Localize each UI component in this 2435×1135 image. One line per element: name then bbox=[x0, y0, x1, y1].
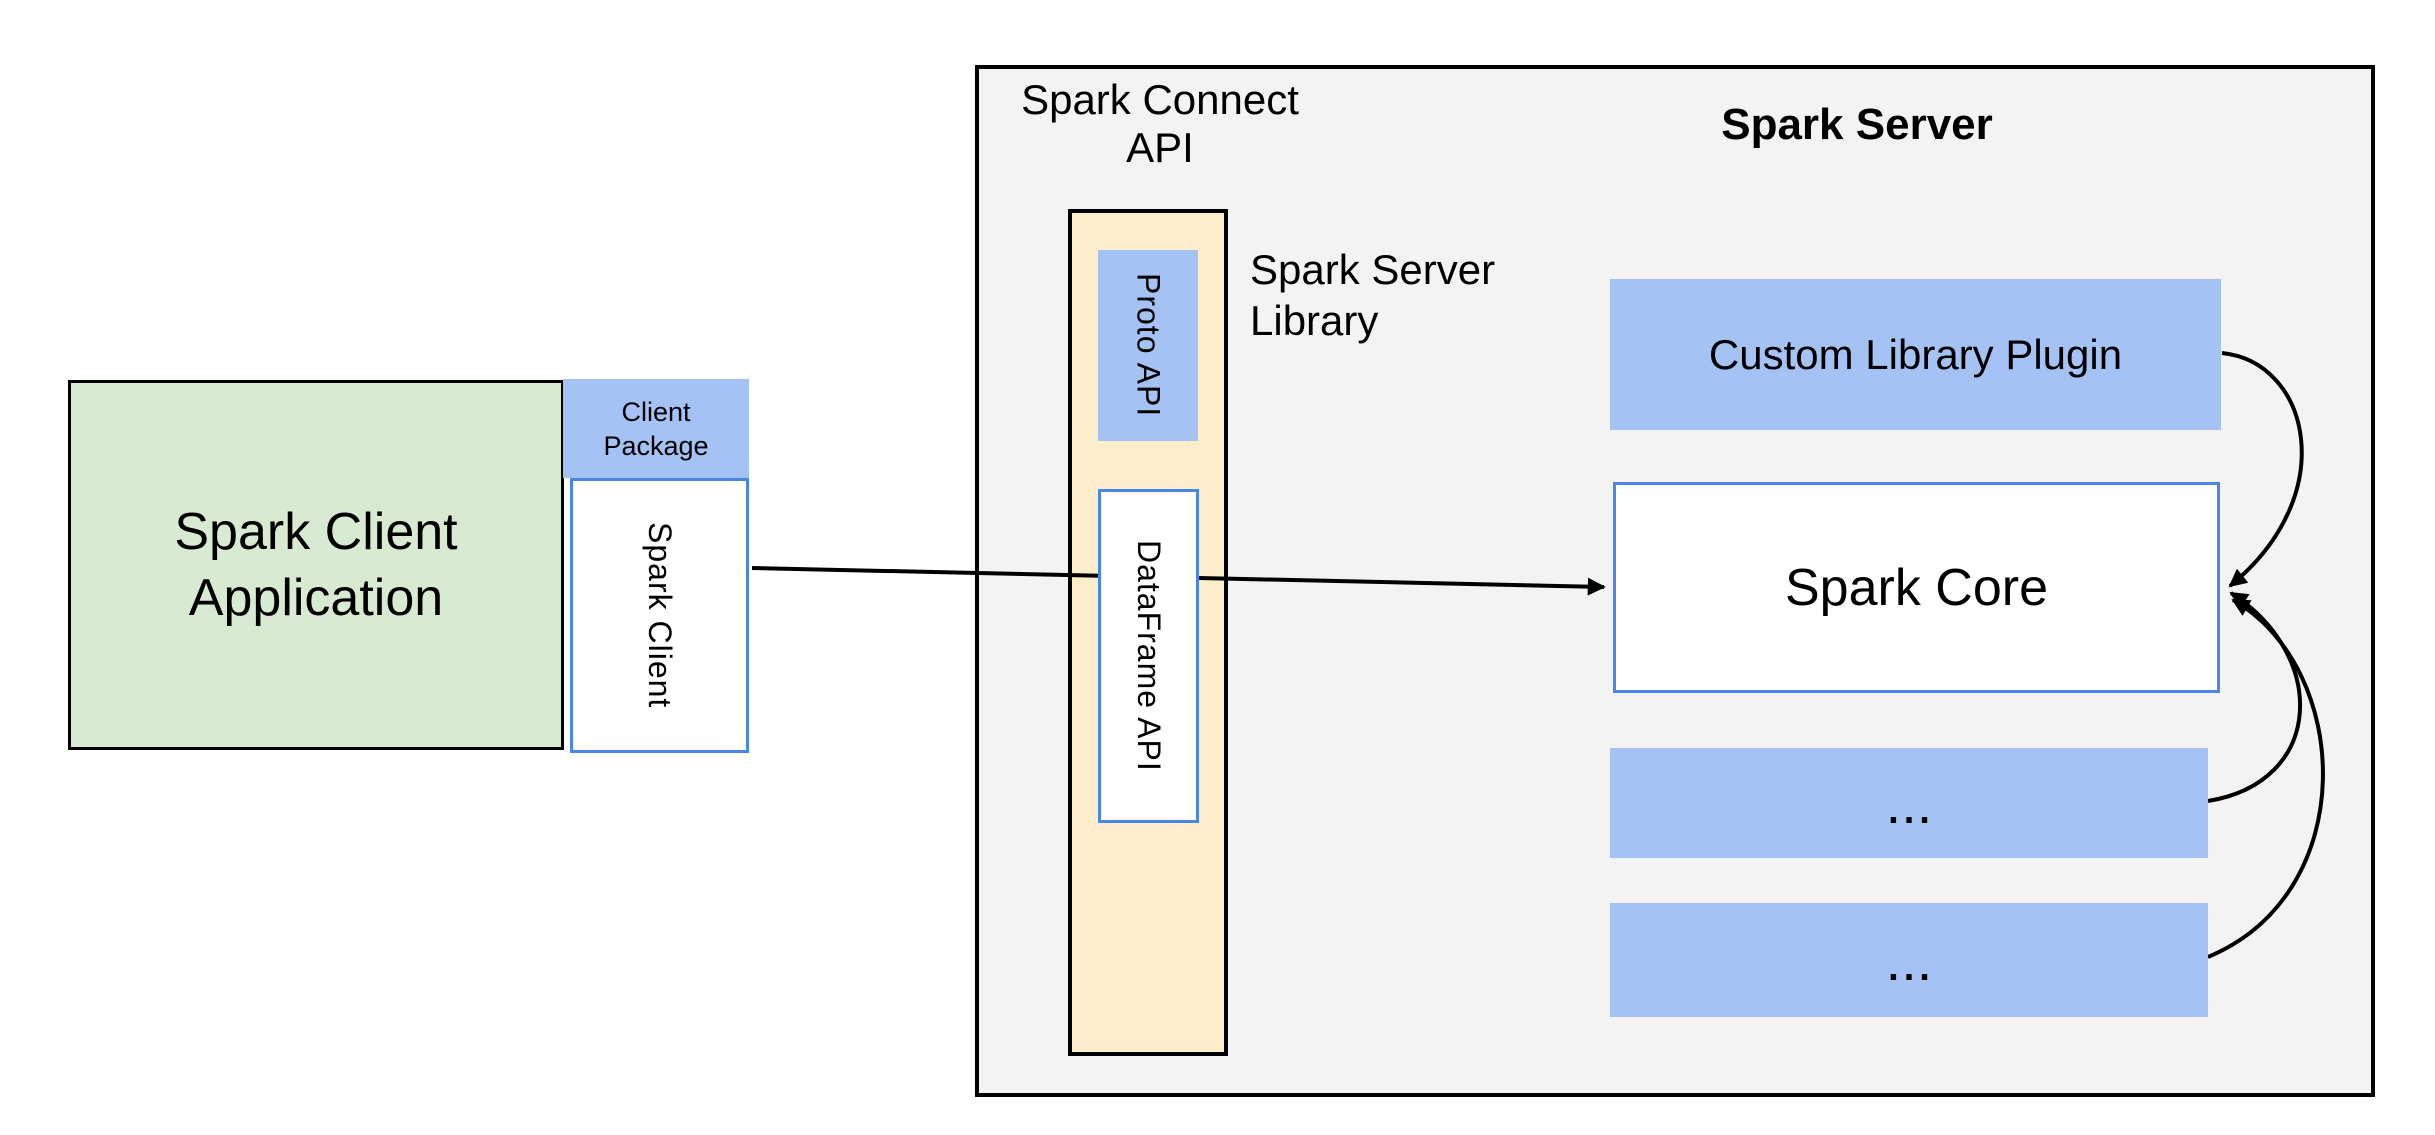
spark-server-library-line1: Spark Server bbox=[1250, 246, 1496, 293]
custom-library-plugin-label: Custom Library Plugin bbox=[1708, 330, 2123, 378]
proto-api-box: Proto API bbox=[1098, 250, 1198, 441]
spark-client-application-line1: Spark Client bbox=[174, 503, 458, 561]
spark-core-box: Spark Core bbox=[1613, 482, 2220, 693]
plugin-slot-2-label: ... bbox=[1885, 928, 1933, 992]
client-package-line1: Client bbox=[621, 396, 691, 427]
spark-server-library-label: Spark Server Library bbox=[1250, 244, 1580, 346]
plugin-slot-box-2: ... bbox=[1610, 903, 2208, 1017]
spark-client-box: Spark Client bbox=[570, 478, 749, 753]
plugin-slot-1-label: ... bbox=[1885, 771, 1933, 835]
spark-client-label: Spark Client bbox=[642, 522, 678, 709]
dataframe-api-box: DataFrame API bbox=[1098, 489, 1199, 823]
custom-library-plugin-box: Custom Library Plugin bbox=[1610, 279, 2221, 430]
client-package-line2: Package bbox=[603, 430, 709, 461]
client-package-box: Client Package bbox=[563, 379, 749, 478]
spark-core-label: Spark Core bbox=[1785, 558, 2048, 617]
plugin-slot-box-1: ... bbox=[1610, 748, 2208, 858]
spark-connect-api-label: Spark Connect API bbox=[1000, 76, 1320, 172]
spark-client-application-box: Spark Client Application bbox=[68, 380, 564, 750]
spark-client-application-line2: Application bbox=[188, 569, 444, 627]
spark-server-library-line2: Library bbox=[1250, 297, 1379, 344]
proto-api-label: Proto API bbox=[1130, 273, 1167, 418]
spark-server-title: Spark Server bbox=[1721, 100, 1993, 149]
spark-connect-api-line2: API bbox=[1126, 124, 1194, 171]
spark-connect-api-line1: Spark Connect bbox=[1021, 76, 1299, 123]
dataframe-api-label: DataFrame API bbox=[1131, 540, 1167, 772]
